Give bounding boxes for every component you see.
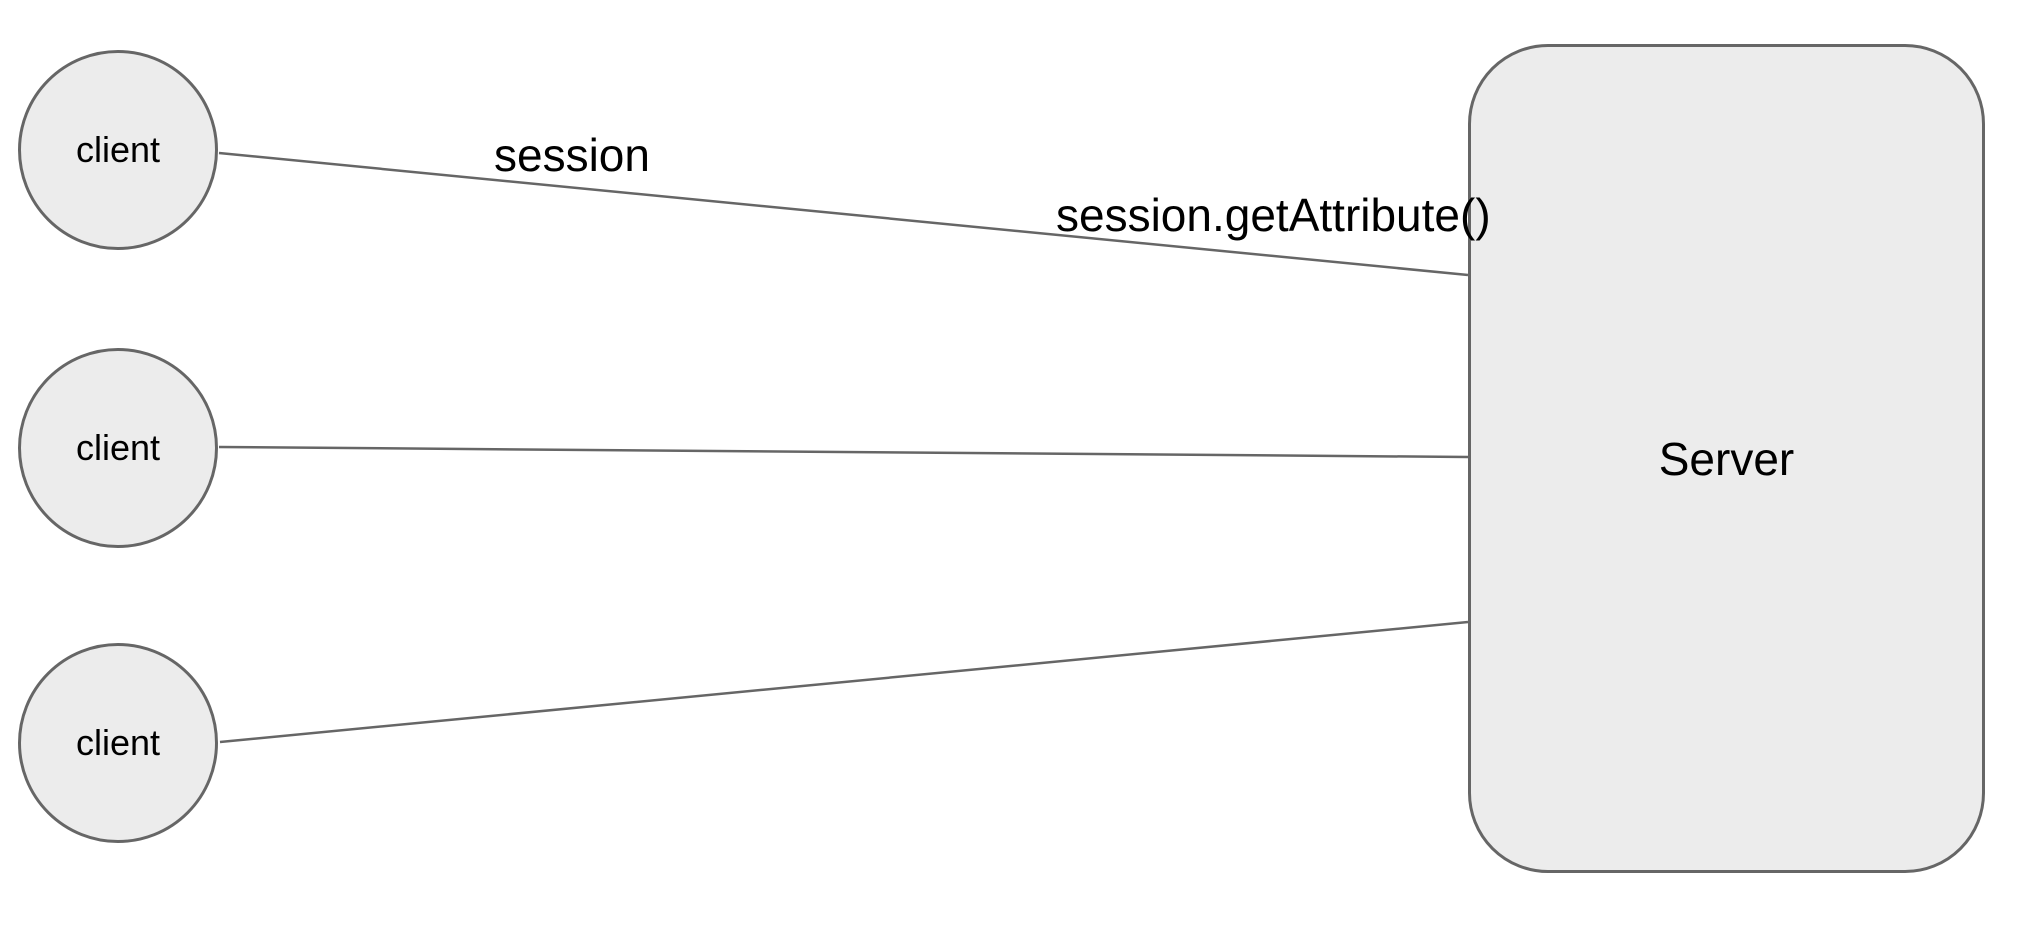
edge-client1-server[interactable] (218, 151, 1469, 277)
node-client-3[interactable]: client (18, 643, 218, 843)
node-server[interactable]: Server (1468, 44, 1985, 873)
client-3-label: client (75, 722, 161, 763)
client-1-label: client (75, 129, 161, 170)
client-2-label: client (75, 427, 161, 468)
edge-client3-server[interactable] (219, 620, 1469, 744)
node-client-1[interactable]: client (18, 50, 218, 250)
edge-client2-server[interactable] (218, 445, 1469, 459)
edge-label-session: session (494, 129, 650, 181)
edge-label-session-getattribute: session.getAttribute() (1056, 189, 1491, 241)
node-client-2[interactable]: client (18, 348, 218, 548)
server-label: Server (1658, 432, 1795, 485)
